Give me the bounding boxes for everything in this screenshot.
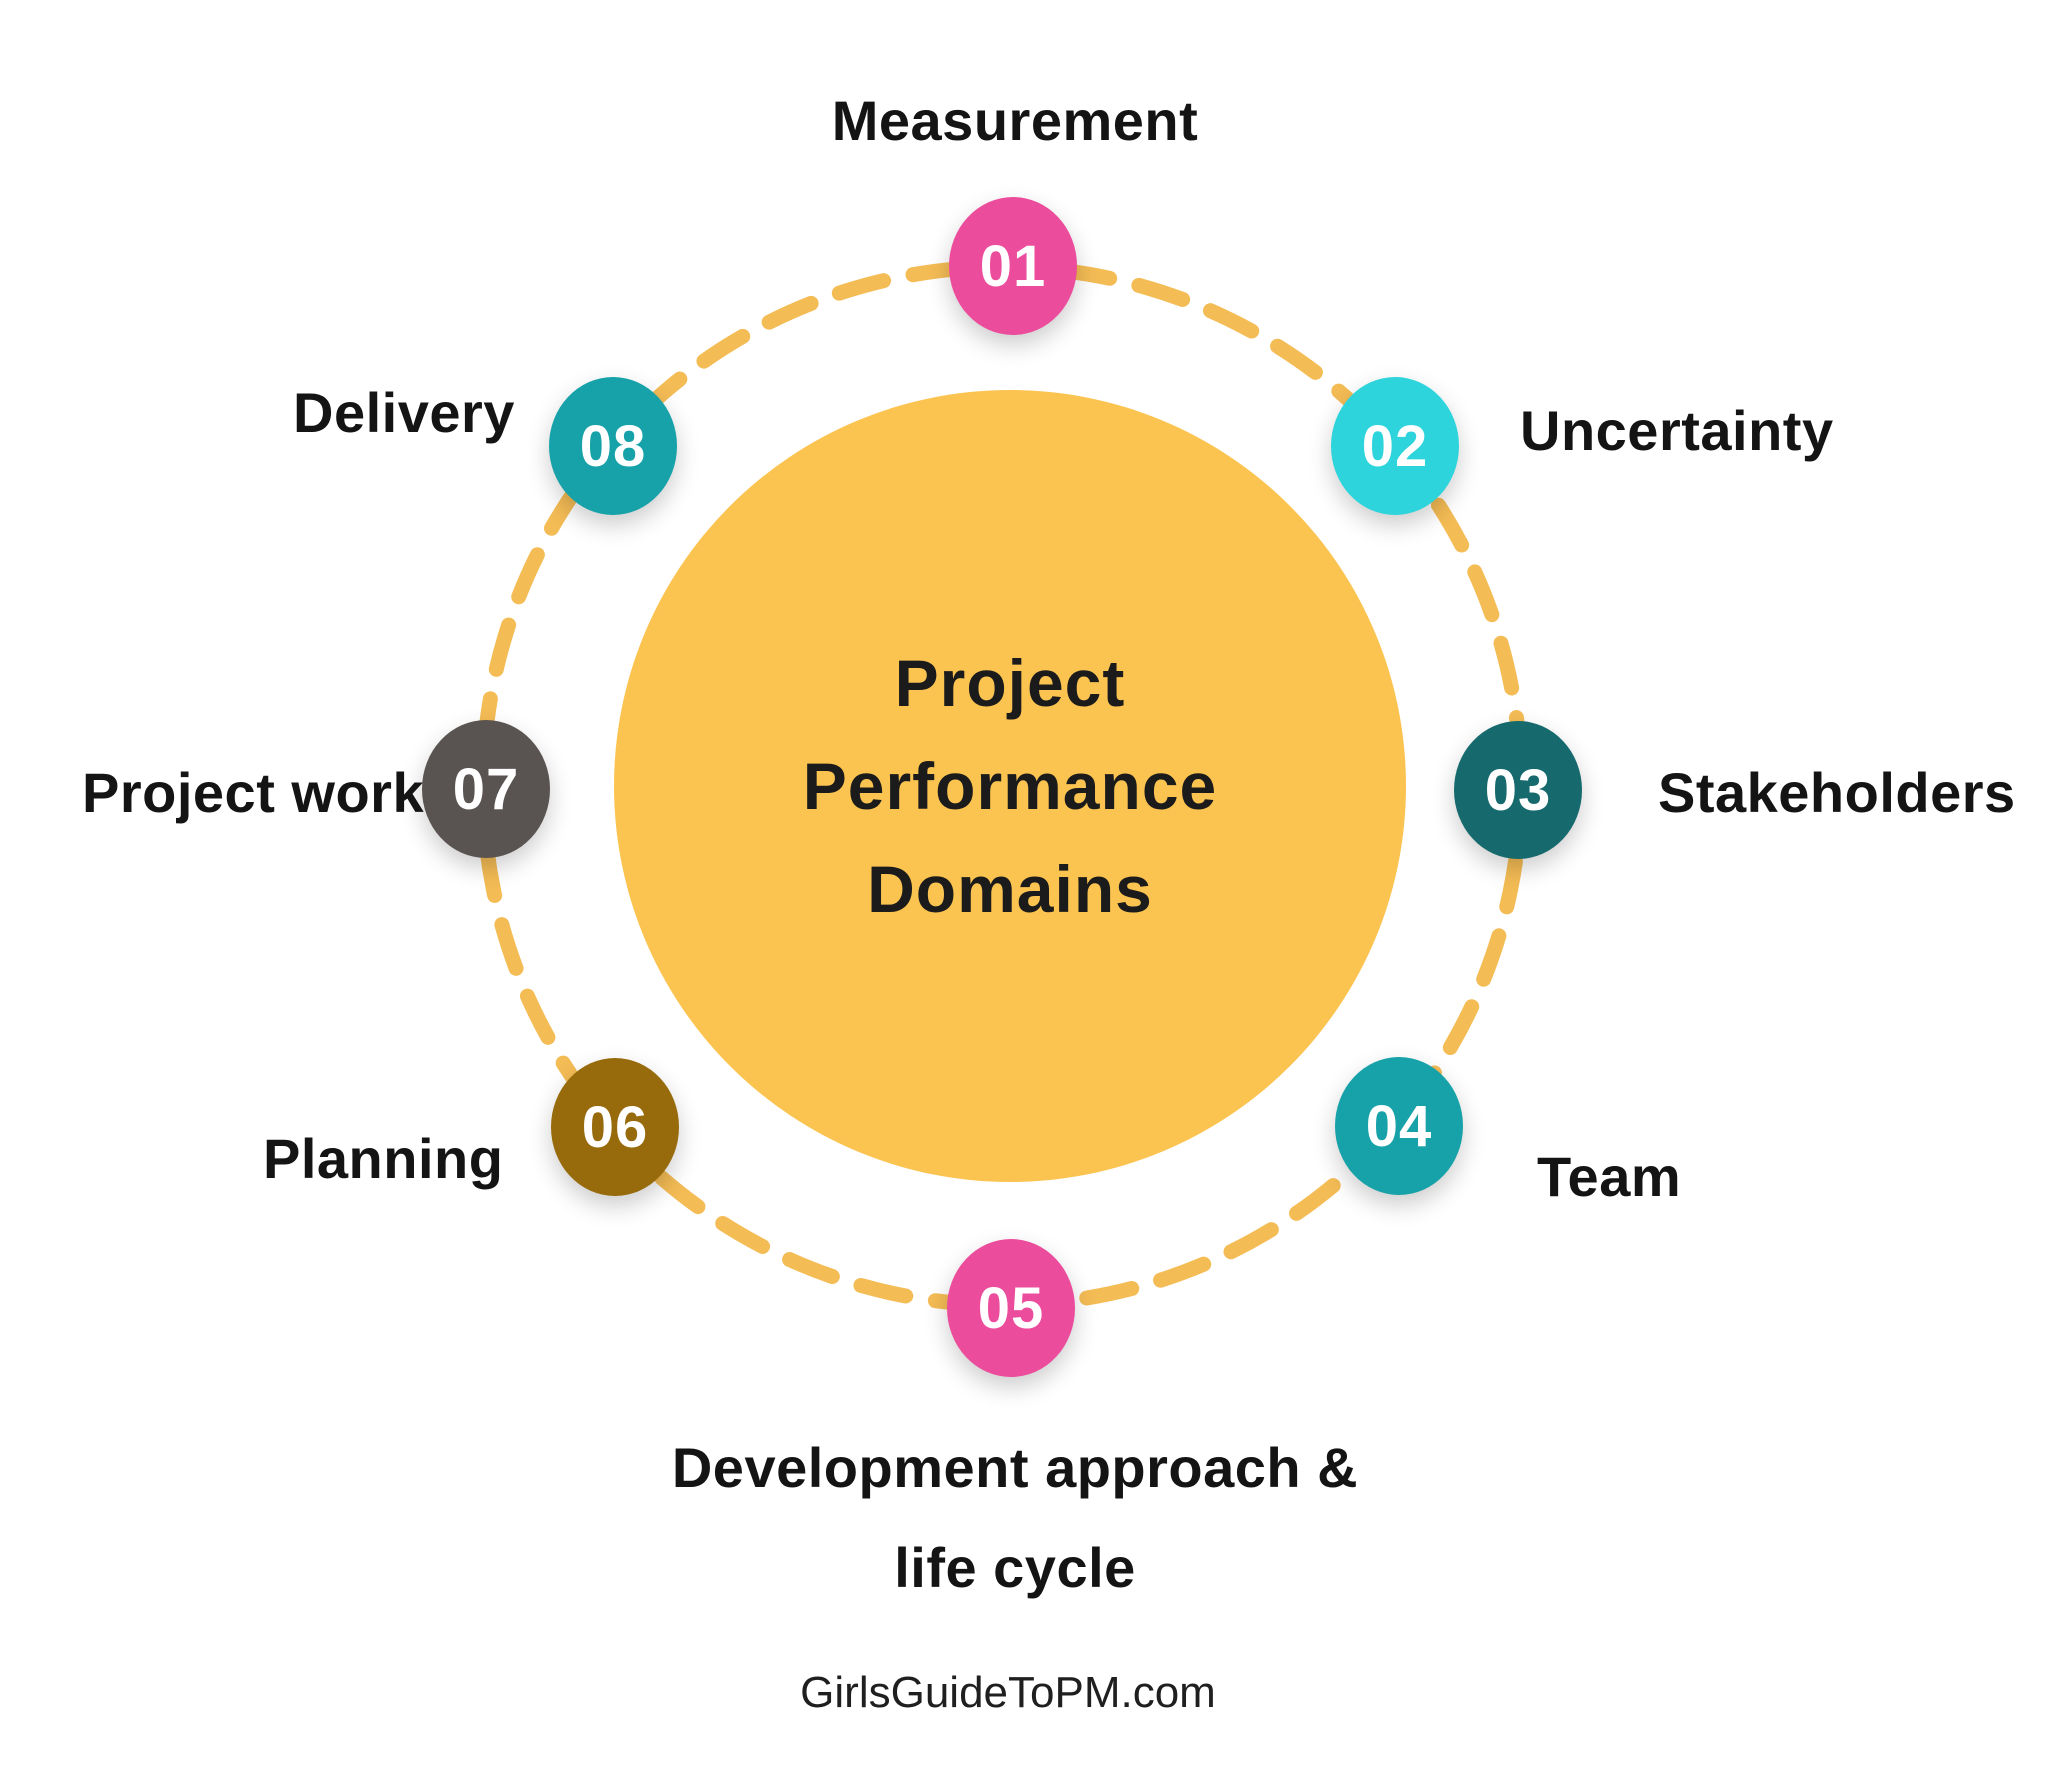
- label-stakeholders: Stakeholders: [1658, 761, 2016, 824]
- node-03-stakeholders: 03: [1454, 721, 1582, 859]
- label-planning: Planning: [263, 1127, 504, 1190]
- node-01-measurement: 01: [949, 197, 1077, 335]
- node-04-team: 04: [1335, 1057, 1463, 1195]
- node-05-number: 05: [977, 1275, 1045, 1341]
- node-08-delivery: 08: [549, 377, 677, 515]
- node-05-development-approach: 05: [947, 1239, 1075, 1377]
- node-08-number: 08: [579, 413, 647, 479]
- label-uncertainty: Uncertainty: [1520, 399, 1834, 462]
- label-team: Team: [1537, 1145, 1682, 1208]
- diagram-title-line-2: Performance: [802, 748, 1218, 823]
- node-04-number: 04: [1365, 1093, 1433, 1159]
- label-delivery: Delivery: [293, 381, 515, 444]
- diagram-title-line-3: Domains: [867, 851, 1153, 926]
- node-06-number: 06: [581, 1094, 649, 1160]
- node-02-uncertainty: 02: [1331, 377, 1459, 515]
- node-03-number: 03: [1484, 757, 1552, 823]
- node-02-number: 02: [1361, 413, 1429, 479]
- center-circle: Project Performance Domains: [614, 390, 1406, 1182]
- label-development-approach-line-2: life cycle: [894, 1536, 1136, 1599]
- node-01-number: 01: [979, 233, 1047, 299]
- node-07-number: 07: [452, 756, 520, 822]
- site-credit: GirlsGuideToPM.com: [800, 1668, 1216, 1717]
- node-07-project-work: 07: [422, 720, 550, 858]
- diagram-title-line-1: Project: [894, 645, 1126, 720]
- label-measurement: Measurement: [831, 89, 1199, 152]
- label-project-work: Project work: [82, 761, 425, 824]
- diagram-title: Project Performance Domains: [803, 632, 1218, 941]
- label-development-approach: Development approach & life cycle: [672, 1418, 1358, 1618]
- label-development-approach-line-1: Development approach &: [671, 1436, 1359, 1499]
- node-06-planning: 06: [551, 1058, 679, 1196]
